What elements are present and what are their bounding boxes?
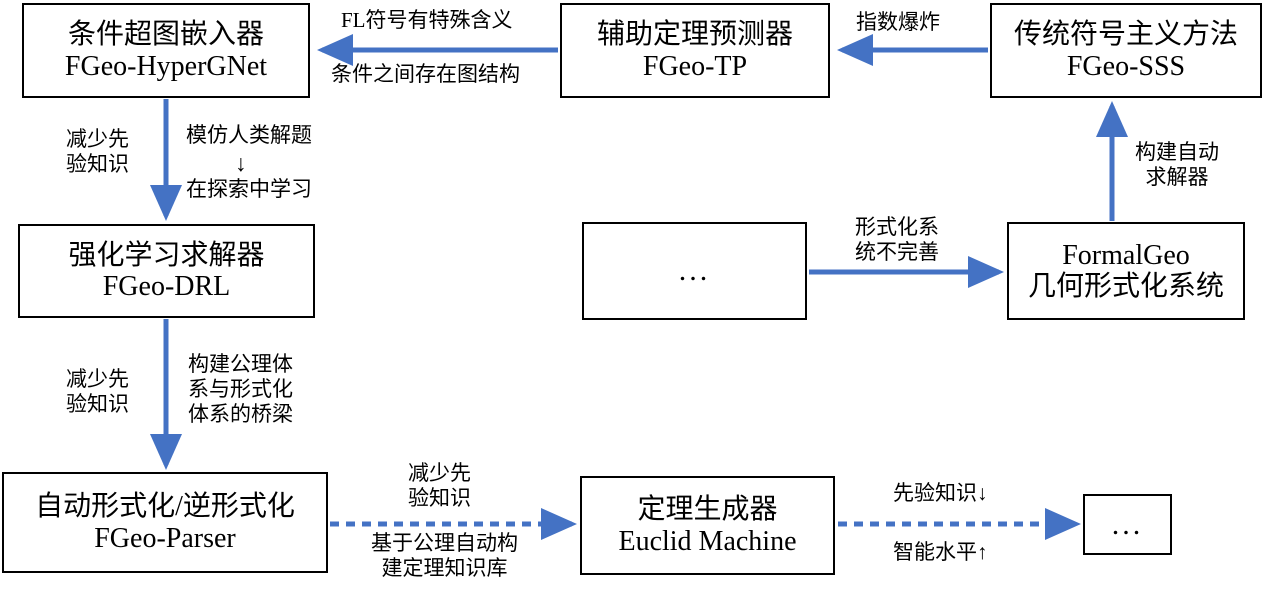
node-title-cn: 自动形式化/逆形式化 — [35, 491, 295, 523]
node-title-en: FGeo-SSS — [1066, 50, 1186, 82]
node-euclid-machine[interactable]: 定理生成器 Euclid Machine — [580, 476, 835, 575]
node-title-cn: 定理生成器 — [637, 494, 778, 526]
edge-label-graph-structure-between-conditions: 条件之间存在图结构 — [331, 62, 520, 86]
node-title-cn: 条件超图嵌入器 — [67, 19, 264, 51]
node-title-en: FGeo-HyperGNet — [64, 50, 268, 82]
node-title-cn: 几何形式化系统 — [1027, 271, 1224, 302]
edge-label-reduce-prior-knowledge-3: 减少先 验知识 — [408, 461, 471, 510]
node-end-ellipsis[interactable]: ... — [1083, 494, 1172, 555]
edge-label-reduce-prior-knowledge-2: 减少先 验知识 — [66, 367, 129, 416]
node-fgeo-sss[interactable]: 传统符号主义方法 FGeo-SSS — [990, 3, 1262, 98]
node-middle-ellipsis[interactable]: ... — [582, 222, 807, 320]
node-title-en: FGeo-TP — [642, 50, 748, 82]
down-arrow-icon: ↓ — [235, 151, 247, 176]
node-formalgeo[interactable]: FormalGeo 几何形式化系统 — [1007, 222, 1245, 320]
edge-label-exponential-explosion: 指数爆炸 — [856, 10, 940, 34]
node-fgeo-tp[interactable]: 辅助定理预测器 FGeo-TP — [560, 3, 830, 98]
node-title-en: FGeo-Parser — [94, 522, 236, 554]
ellipsis-glyph: ... — [678, 254, 711, 287]
node-fgeo-parser[interactable]: 自动形式化/逆形式化 FGeo-Parser — [2, 472, 328, 573]
edge-label-fl-symbol-meaning: FL符号有特殊含义 — [341, 8, 513, 32]
edge-label-learn-in-exploration: 在探索中学习 — [186, 177, 312, 201]
edge-label-reduce-prior-knowledge-1: 减少先 验知识 — [66, 127, 129, 176]
edge-label-imitate-human-solving: 模仿人类解题 — [186, 123, 312, 147]
node-title-en: FormalGeo — [1062, 239, 1190, 271]
edge-label-prior-knowledge-down: 先验知识↓ — [893, 481, 988, 505]
edge-label-bridge-axiom-formal: 构建公理体 系与形式化 体系的桥梁 — [188, 352, 293, 426]
node-title-cn: 辅助定理预测器 — [596, 19, 793, 51]
node-title-cn: 强化学习求解器 — [68, 239, 265, 271]
edge-label-intelligence-level-up: 智能水平↑ — [893, 540, 988, 564]
ellipsis-glyph: ... — [1111, 507, 1144, 541]
node-title-en: Euclid Machine — [618, 525, 797, 557]
edge-label-build-automatic-solver: 构建自动 求解器 — [1135, 140, 1219, 189]
node-title-cn: 传统符号主义方法 — [1013, 19, 1238, 51]
node-title-en: FGeo-DRL — [102, 271, 231, 302]
node-fgeo-hypergnet[interactable]: 条件超图嵌入器 FGeo-HyperGNet — [22, 3, 310, 98]
edge-label-auto-build-theorem-kb: 基于公理自动构 建定理知识库 — [371, 531, 518, 580]
node-fgeo-drl[interactable]: 强化学习求解器 FGeo-DRL — [18, 224, 315, 318]
edge-label-formal-system-imperfect: 形式化系 统不完善 — [855, 215, 939, 264]
